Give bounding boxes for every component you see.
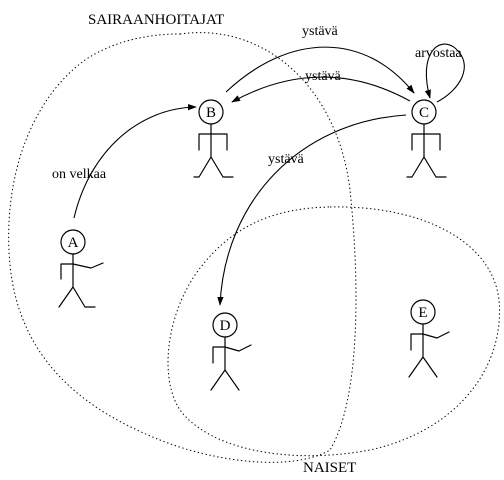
women-set-label: NAISET (303, 460, 356, 475)
nurses-set-outline (8, 32, 357, 463)
person-b-figure (193, 123, 234, 178)
person-c: C (406, 99, 447, 178)
person-e: E (408, 299, 450, 378)
edge-c-to-d (217, 114, 407, 306)
person-d: D (210, 312, 252, 391)
person-b: B (193, 99, 234, 178)
person-a: A (58, 229, 104, 308)
person-d-label: D (220, 318, 231, 334)
person-a-label: A (68, 235, 79, 251)
edge-c-to-b (231, 76, 411, 103)
person-b-label: B (206, 105, 216, 121)
person-e-label: E (418, 305, 427, 321)
edge-label-c-to-b: ystävä (305, 69, 342, 84)
person-c-figure (406, 123, 447, 178)
person-d-figure (210, 336, 252, 391)
edge-label-c-self: arvostaa (415, 46, 462, 61)
edge-label-a-to-b: on velkaa (52, 167, 107, 182)
person-c-label: C (419, 105, 429, 121)
person-e-figure (408, 323, 450, 378)
edge-label-b-to-c: ystävä (302, 24, 339, 39)
edge-b-to-c (225, 46, 415, 94)
person-a-figure (58, 253, 104, 308)
edge-label-c-to-d: ystävä (268, 152, 305, 167)
edge-c-self-loop (424, 43, 465, 103)
edge-a-to-b (73, 104, 197, 219)
nurses-set-label: SAIRAANHOITAJAT (88, 12, 224, 28)
